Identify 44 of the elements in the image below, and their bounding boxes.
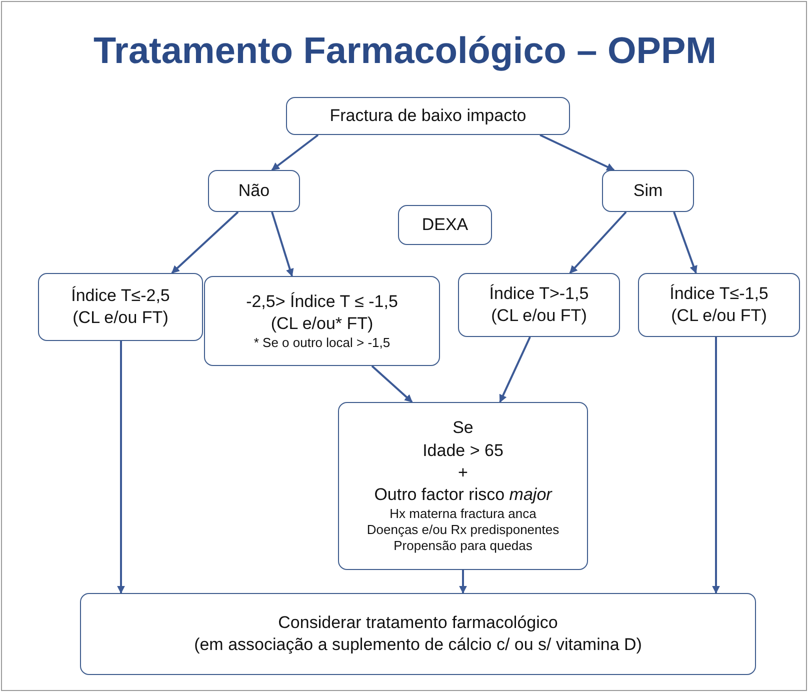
box-text: Se (452, 417, 474, 440)
box-text: Não (238, 180, 270, 202)
box-text: (CL e/ou FT) (72, 307, 168, 329)
box-text: Outro factor risco major (374, 484, 552, 506)
box-text: Índice T≤-1,5 (670, 282, 768, 305)
arrow (117, 341, 125, 594)
box-text: Sim (633, 180, 663, 202)
process-box (38, 273, 203, 341)
box-text: (CL e/ou FT) (671, 305, 767, 327)
process-box (204, 276, 440, 366)
box-text: (em associação a suplemento de cálcio c/ ou s/ vitamina D) (194, 634, 642, 656)
arrow (271, 212, 294, 277)
box-text: Considerar tratamento farmacológico (278, 612, 558, 634)
box-text: + (458, 462, 468, 484)
box-text: -2,5> Índice T ≤ -1,5 (246, 290, 398, 313)
arrow (499, 336, 531, 403)
process-box (286, 97, 570, 135)
process-box (458, 273, 620, 337)
arrow (540, 134, 615, 171)
slide-title: Tratamento Farmacológico – OPPM (92, 30, 718, 72)
box-text: Hx materna fractura anca (390, 506, 536, 522)
box-text: (CL e/ou FT) (491, 305, 587, 327)
arrow (459, 570, 467, 594)
process-box (398, 205, 492, 245)
box-text: Propensão para quedas (394, 538, 532, 555)
arrow (569, 211, 627, 274)
box-text: * Se o outro local > -1,5 (254, 334, 390, 352)
box-text: Fractura de baixo impacto (330, 104, 526, 127)
process-box (638, 273, 800, 337)
arrow (171, 211, 239, 274)
arrow (371, 365, 413, 403)
box-text: Idade > 65 (422, 440, 504, 462)
arrow (271, 134, 319, 171)
process-box (80, 593, 756, 675)
arrow (712, 337, 720, 594)
box-text: Índice T≤-2,5 (71, 284, 170, 307)
box-text: Doenças e/ou Rx predisponentes (366, 522, 560, 538)
box-text: Índice T>-1,5 (489, 282, 589, 305)
box-text: DEXA (422, 214, 468, 236)
process-box (208, 170, 300, 212)
arrow (673, 212, 698, 274)
process-box (602, 170, 694, 212)
box-text: (CL e/ou* FT) (270, 312, 374, 335)
process-box (338, 402, 588, 570)
